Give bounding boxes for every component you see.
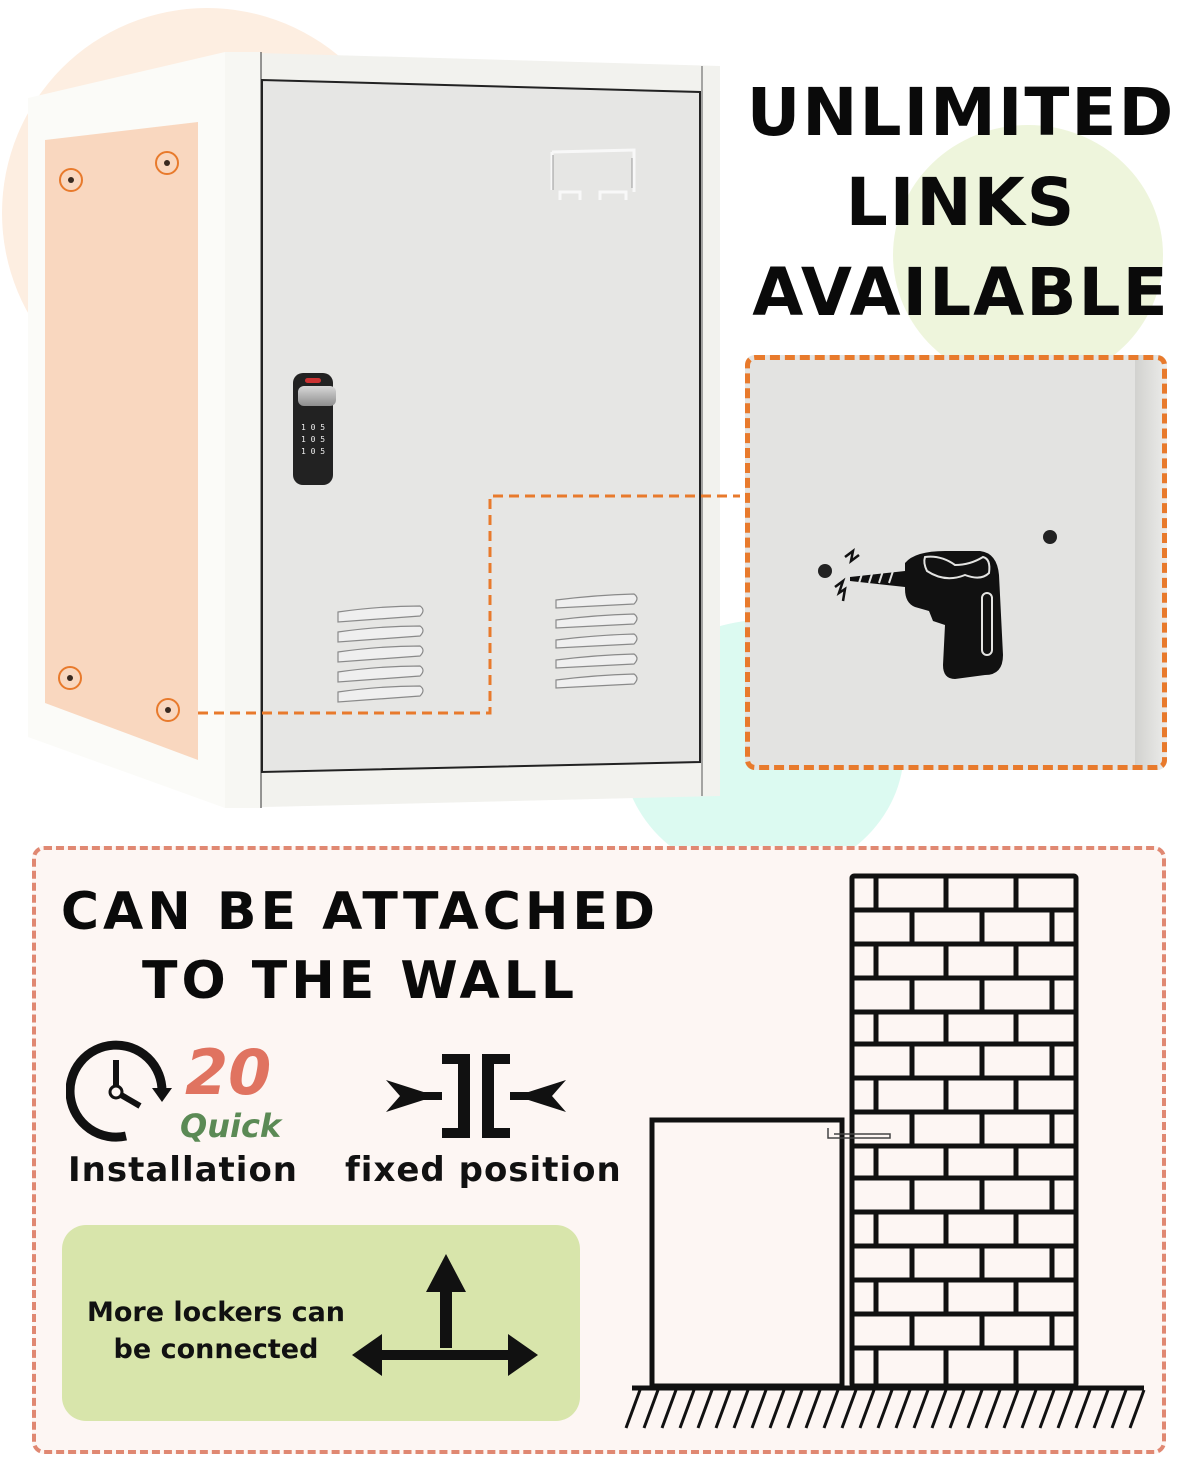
drill-detail-panel xyxy=(745,355,1167,770)
locker-illustration: 1 0 5 1 0 5 1 0 5 xyxy=(0,0,745,840)
install-number: 20 xyxy=(185,1036,272,1109)
connect-lockers-box xyxy=(62,1225,580,1421)
compress-arrows-icon xyxy=(386,1054,566,1138)
headline-line-1: UNLIMITED xyxy=(746,74,1176,151)
combination-lock[interactable]: 1 0 5 1 0 5 1 0 5 xyxy=(293,373,336,485)
headline-line-3: AVAILABLE xyxy=(752,254,1170,331)
three-way-arrow-icon xyxy=(352,1254,538,1376)
connect-line-2: be connected xyxy=(113,1334,319,1365)
detail-panel-border xyxy=(745,355,1167,770)
connect-line-1: More lockers can xyxy=(86,1297,346,1328)
lock-dial[interactable]: 1 0 5 xyxy=(301,423,326,432)
lock-dial[interactable]: 1 0 5 xyxy=(301,447,326,456)
lock-indicator xyxy=(305,378,321,383)
install-caption: Installation xyxy=(68,1150,299,1190)
brick-wall-icon xyxy=(624,873,1146,1429)
lock-dials[interactable]: 1 0 5 1 0 5 1 0 5 xyxy=(301,422,327,458)
headline-line-2: LINKS xyxy=(845,164,1077,241)
drill-icon xyxy=(818,530,1057,679)
locker-graphic xyxy=(28,52,745,808)
lock-handle[interactable] xyxy=(298,386,336,406)
clock-rotate-icon xyxy=(66,1040,172,1142)
lock-dial[interactable]: 1 0 5 xyxy=(301,435,326,444)
wall-title-line-2: TO THE WALL xyxy=(142,951,578,1011)
wall-title-line-1: CAN BE ATTACHED xyxy=(60,882,660,942)
lime-circle-decoration xyxy=(893,125,1163,385)
install-quick-label: Quick xyxy=(180,1107,282,1145)
fixed-caption: fixed position xyxy=(345,1150,622,1190)
panel-edge-shade xyxy=(1135,355,1167,770)
